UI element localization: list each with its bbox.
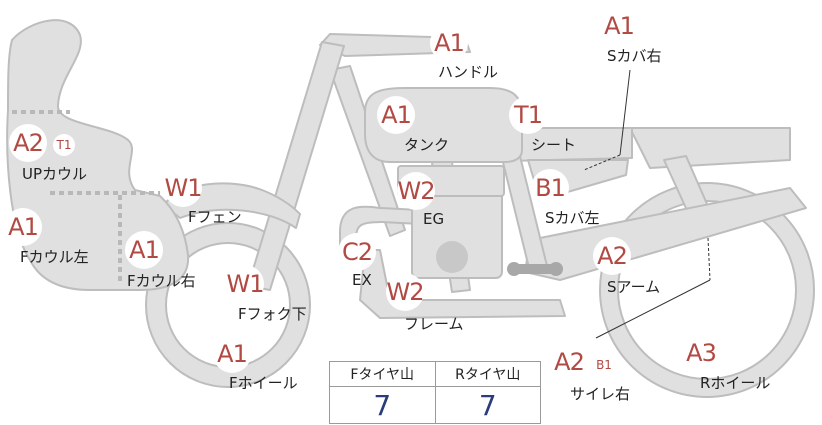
frame-tube-shape <box>329 65 406 237</box>
up-cowl-sub-grade-badge: T1 <box>53 134 75 156</box>
exhaust-grade-badge: C2 <box>338 233 376 271</box>
tank-label: タンク <box>404 136 450 154</box>
front-wheel-grade-badge: A1 <box>213 335 251 373</box>
swing-arm-grade-badge: A2 <box>593 237 631 275</box>
swing-arm-label: Sアーム <box>607 278 661 296</box>
front-wheel-label: Fホイール <box>229 374 298 392</box>
silencer-right-grade-badge: A2 <box>550 343 588 381</box>
front-tread-header: Fタイヤ山 <box>329 361 435 387</box>
seat-cover-right-grade-badge: A1 <box>600 7 638 45</box>
front-cowl-left-label: Fカウル左 <box>20 248 89 266</box>
front-fork-label: Fフォク下 <box>238 305 307 323</box>
engine-cover-shape <box>436 241 468 273</box>
front-tread-value: 7 <box>373 388 392 422</box>
tire-tread-table: Fタイヤ山 Rタイヤ山 7 7 <box>329 361 541 424</box>
rear-tread-value: 7 <box>434 386 541 424</box>
handle-label: ハンドル <box>438 63 499 81</box>
silencer-right-label: サイレ右 <box>570 385 631 403</box>
front-fender-grade-badge: W1 <box>164 169 203 207</box>
front-fork-shape <box>247 41 345 291</box>
silencer-right-sub-grade-badge: B1 <box>593 354 615 376</box>
front-cowl-left-grade-badge: A1 <box>4 208 42 246</box>
seat-cover-left-grade-badge: B1 <box>531 169 569 207</box>
tank-grade-badge: A1 <box>377 96 415 134</box>
rear-tread-header: Rタイヤ山 <box>434 361 541 387</box>
footpeg-shape <box>512 264 558 274</box>
seat-cover-left-label: Sカバ左 <box>545 209 600 227</box>
engine-label: EG <box>423 210 445 228</box>
seat-cover-right-label: Sカバ右 <box>607 47 662 65</box>
front-cowl-right-grade-badge: A1 <box>125 231 163 269</box>
exhaust-label: EX <box>352 271 372 289</box>
handle-grade-badge: A1 <box>430 24 468 62</box>
front-fork-grade-badge: W1 <box>226 265 265 303</box>
front-fender-label: Fフェン <box>188 208 242 226</box>
engine-grade-badge: W2 <box>397 172 436 210</box>
up-cowl-label: UPカウル <box>22 165 88 183</box>
seat-grade-badge: T1 <box>509 96 547 134</box>
up-cowl-shape <box>6 19 190 291</box>
frame-label: フレーム <box>404 315 464 333</box>
frame-grade-badge: W2 <box>386 273 425 311</box>
rear-wheel-grade-badge: A3 <box>682 334 720 372</box>
rear-wheel-label: Rホイール <box>700 374 771 392</box>
up-cowl-grade-badge: A2 <box>9 124 47 162</box>
seat-label: シート <box>531 136 577 154</box>
rear-fender-shape <box>629 127 791 169</box>
front-cowl-right-label: Fカウル右 <box>127 272 196 290</box>
